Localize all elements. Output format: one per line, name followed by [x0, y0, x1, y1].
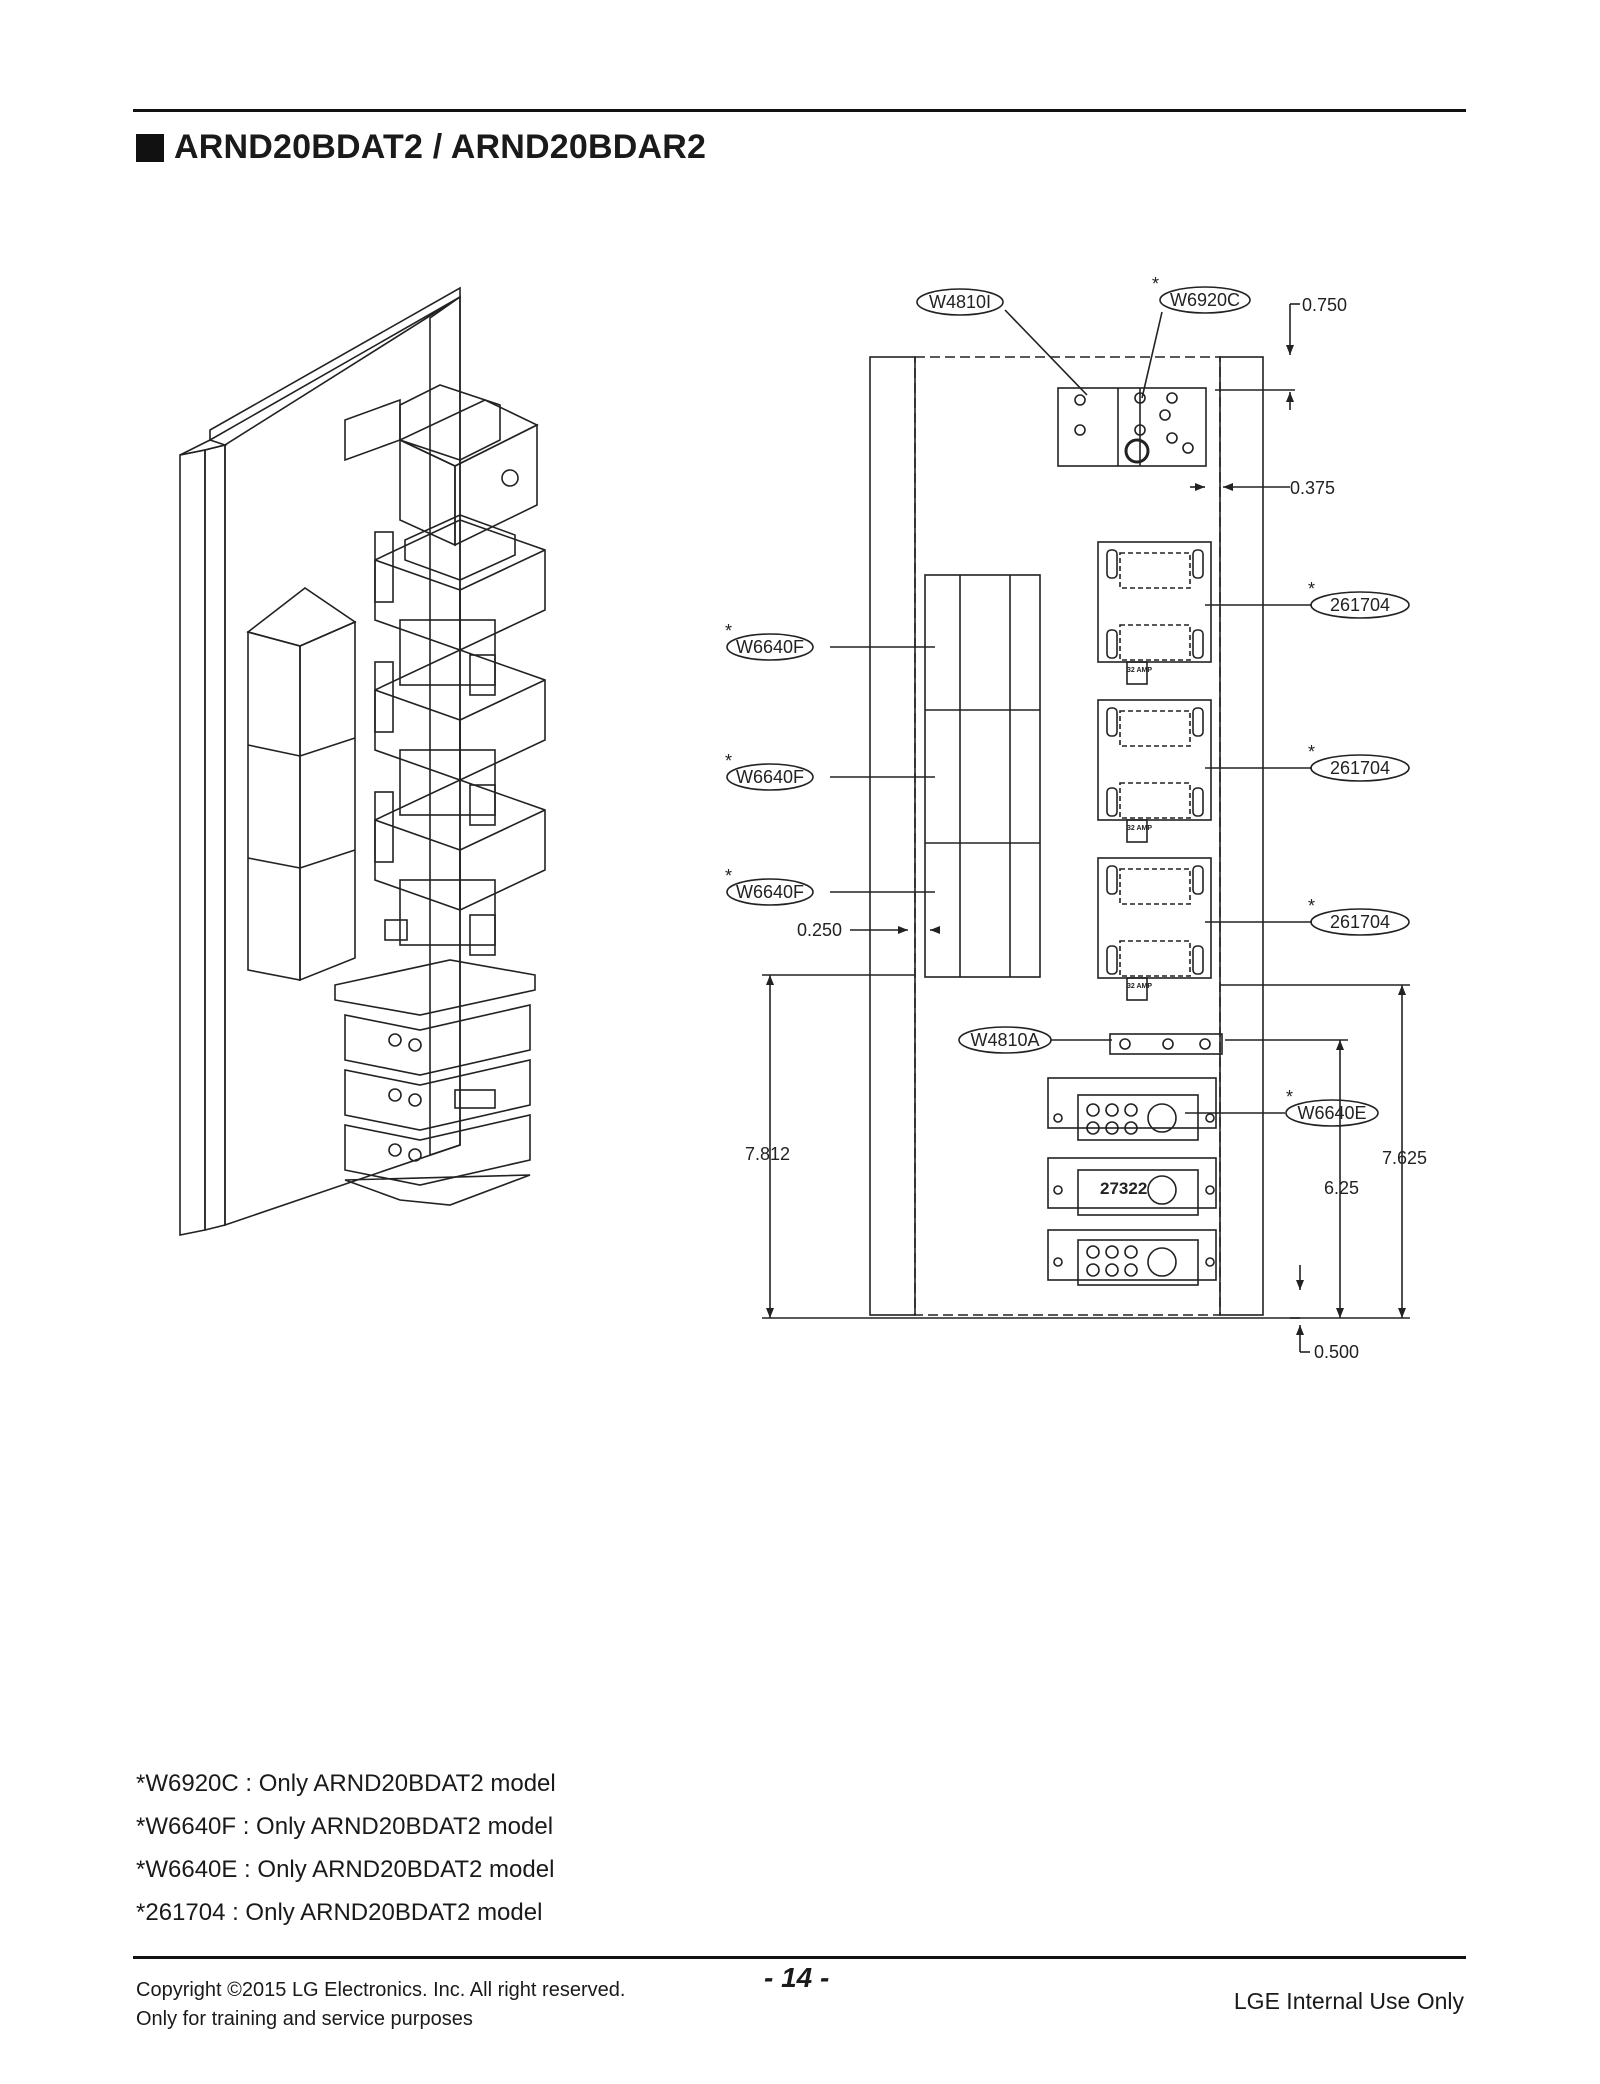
amp-label-1: 32 AMP: [1127, 667, 1152, 674]
header-rule: [133, 109, 1466, 112]
asterisk-w6920c: *: [1152, 274, 1159, 294]
callout-w6640f-1: W6640F: [736, 637, 804, 657]
isometric-view: [179, 286, 546, 1236]
dim-0250: 0.250: [797, 920, 842, 940]
page-number: - 14 -: [764, 1962, 830, 1993]
callout-w4810i: W4810I: [929, 292, 991, 312]
terminal-blocks-front: [1047, 1077, 1217, 1286]
dim-0375: 0.375: [1290, 478, 1335, 498]
amp-label-2: 32 AMP: [1127, 825, 1152, 832]
callout-w4810a: W4810A: [970, 1030, 1039, 1050]
title-square-icon: [136, 133, 164, 162]
dim-625: 6.25: [1324, 1178, 1359, 1198]
asterisk-261704-1: *: [1308, 579, 1315, 599]
internal-use-text: LGE Internal Use Only: [1233, 1988, 1464, 2014]
front-view: [762, 303, 1410, 1353]
callout-w6640f-2: W6640F: [736, 767, 804, 787]
dim-0500: 0.500: [1314, 1342, 1359, 1362]
callout-w6640e: W6640E: [1297, 1103, 1366, 1123]
terminal-block-stack: [334, 959, 536, 1206]
callout-261704-2: 261704: [1330, 758, 1390, 778]
contactor-stack-1: [374, 514, 546, 696]
model-notes: *W6920C : Only ARND20BDAT2 model *W6640F…: [136, 1762, 556, 1934]
training-text: Only for training and service purposes: [136, 2008, 473, 2030]
asterisk-w6640e: *: [1286, 1087, 1293, 1107]
dim-0750: 0.750: [1302, 295, 1347, 315]
note-w6640f: *W6640F : Only ARND20BDAT2 model: [136, 1813, 554, 1840]
asterisk-w6640f-1: *: [725, 621, 732, 641]
contactor-front-3: [1097, 857, 1212, 1001]
asterisk-261704-3: *: [1308, 896, 1315, 916]
contactor-front-2: [1097, 699, 1212, 843]
dim-7625: 7.625: [1382, 1148, 1427, 1168]
footer-left: Copyright ©2015 LG Electronics. Inc. All…: [136, 1976, 625, 2034]
note-w6640e: *W6640E : Only ARND20BDAT2 model: [136, 1856, 555, 1883]
asterisk-261704-2: *: [1308, 742, 1315, 762]
amp-label-3: 32 AMP: [1127, 983, 1152, 990]
callout-261704-1: 261704: [1330, 595, 1390, 615]
footer-rule: [133, 1956, 1466, 1959]
contactor-stack-2: [374, 649, 546, 826]
terminal-number: 27322: [1100, 1179, 1147, 1198]
callout-w6640f-3: W6640F: [736, 882, 804, 902]
contactor-front-1: [1097, 541, 1212, 685]
asterisk-w6640f-2: *: [725, 751, 732, 771]
callout-w6920c: W6920C: [1170, 290, 1240, 310]
contactor-stack-3: [374, 779, 546, 956]
copyright-text: Copyright ©2015 LG Electronics. Inc. All…: [136, 1979, 626, 2001]
asterisk-w6640f-3: *: [725, 866, 732, 886]
page-title: ARND20BDAT2 / ARND20BDAR2: [136, 128, 706, 167]
callout-261704-3: 261704: [1330, 912, 1390, 932]
dim-7812: 7.812: [745, 1144, 790, 1164]
note-w6920c: *W6920C : Only ARND20BDAT2 model: [136, 1770, 556, 1797]
page-title-text: ARND20BDAT2 / ARND20BDAR2: [174, 128, 707, 166]
wiring-diagram: W4810I W6920C W6640F W6640F W6640F 26170…: [179, 274, 1427, 1362]
note-261704: *261704 : Only ARND20BDAT2 model: [136, 1899, 543, 1926]
